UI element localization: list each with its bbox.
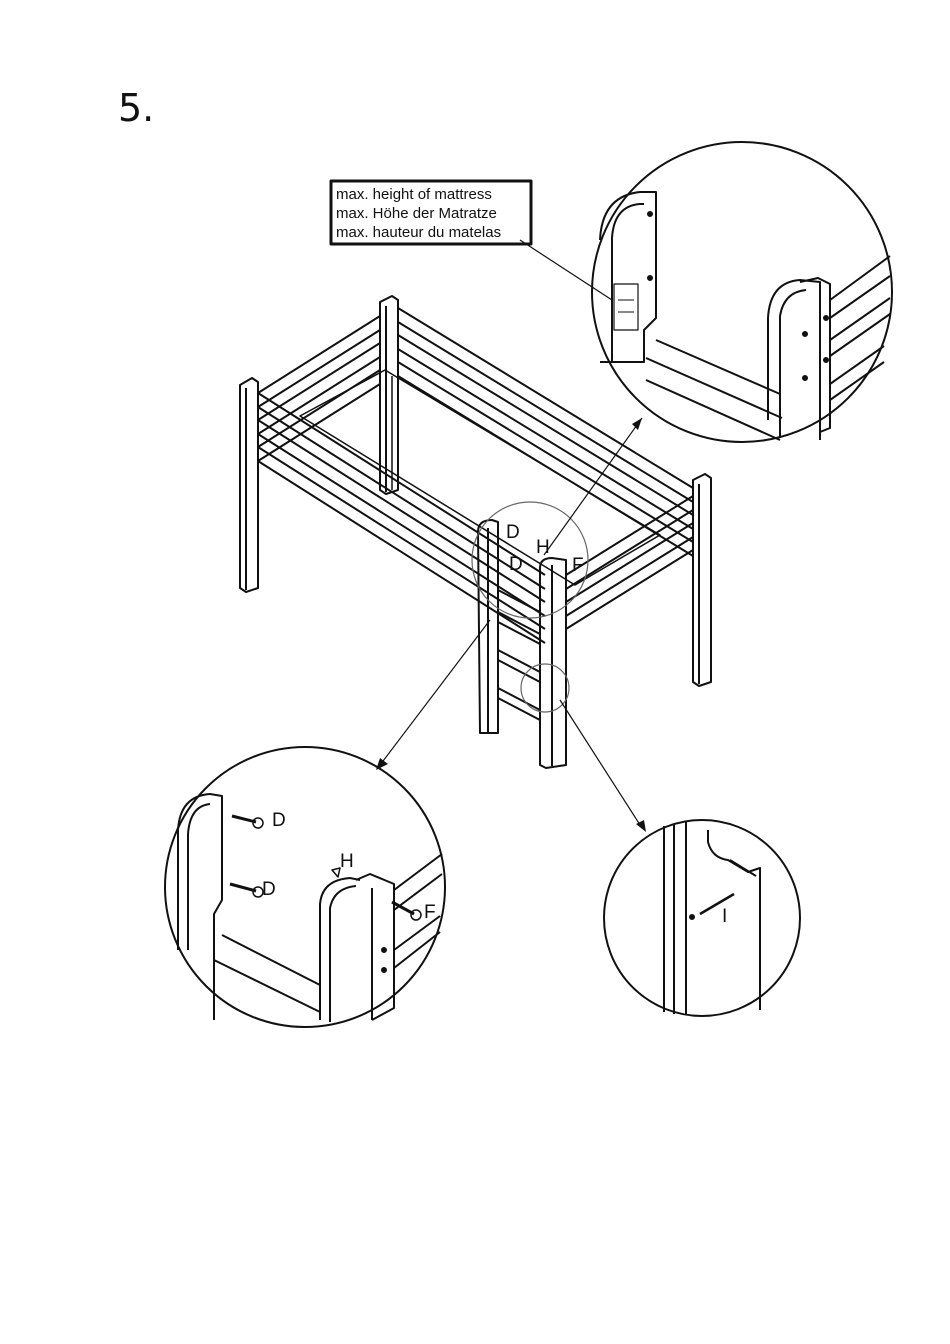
part-label-f: F [572, 555, 584, 576]
mattress-note-line-1: max. height of mattress [336, 186, 492, 203]
part-label-d-1: D [506, 522, 520, 543]
part-label-h: H [536, 537, 550, 558]
bed-frame [240, 296, 711, 686]
detail-label-i: I [722, 906, 727, 927]
mattress-note-line-3: max. hauteur du matelas [336, 224, 501, 241]
callout-circle-bottom [521, 664, 569, 712]
detail-label-d-2: D [262, 879, 276, 900]
part-label-d-2: D [509, 554, 523, 575]
callout-circle-top [472, 502, 588, 618]
detail-label-f: F [424, 902, 436, 923]
pointer-line-top-detail [544, 418, 642, 555]
mattress-note-line-2: max. Höhe der Matratze [336, 205, 497, 222]
pointer-line-left-detail [380, 620, 490, 765]
detail-label-h: H [340, 851, 354, 872]
detail-circle-top [592, 142, 892, 442]
pointer-line-right-detail [560, 700, 642, 828]
detail-circle-left [165, 747, 445, 1027]
detail-circle-right [604, 820, 800, 1016]
detail-label-d-1: D [272, 810, 286, 831]
